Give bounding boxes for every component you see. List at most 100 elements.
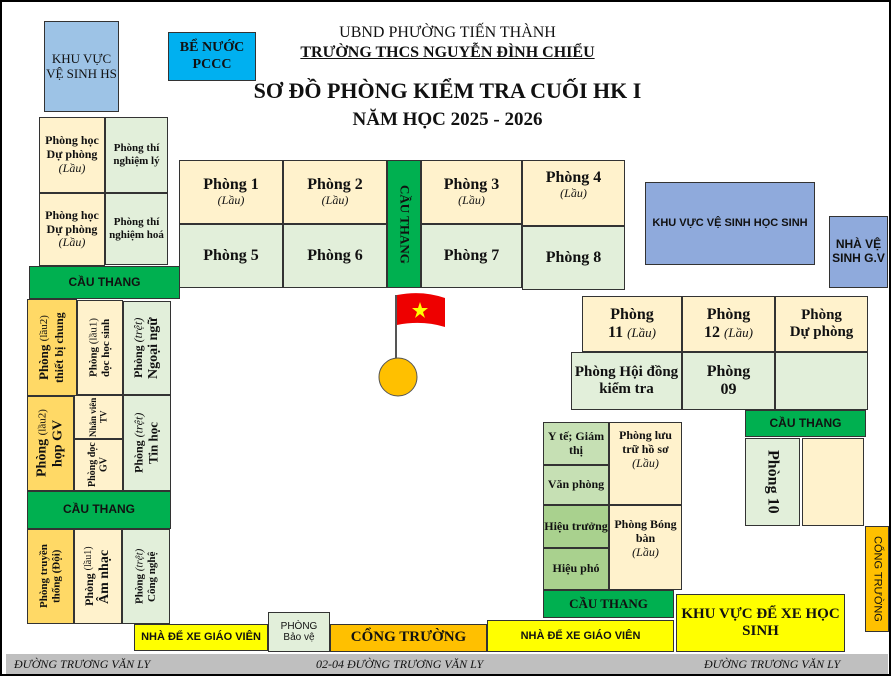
archive-room: Phòng lưu trữ hồ sơ(Lầu)	[609, 422, 682, 505]
room-spare-2: Phòng học Dự phòng(Lầu)	[39, 193, 105, 266]
room-8: Phòng 8	[522, 226, 625, 290]
floor-label: (Lầu)	[321, 193, 349, 208]
label: Phòng	[36, 344, 52, 380]
label: Phòng 1	[203, 175, 259, 193]
main-gate: CỔNG TRƯỜNG	[330, 624, 487, 652]
label: Phòng 2	[307, 175, 363, 193]
label: CẦU THANG	[397, 184, 413, 264]
label: Phòng thí nghiệm hoá	[109, 216, 164, 241]
music-room: Phòng (lầu1)Âm nhạc	[74, 529, 122, 624]
label: Phòng 8	[545, 248, 602, 266]
room-spare-1: Phòng học Dự phòng(Lầu)	[39, 117, 105, 193]
room-4: Phòng 4(Lầu)	[522, 160, 625, 226]
label: Phòng 6	[307, 246, 363, 264]
floor-label: (Lầu)	[724, 325, 753, 340]
label: Phòng 5	[203, 246, 259, 264]
label: KHU VỰC ĐỂ XE HỌC SINH	[681, 605, 840, 639]
technology-room: Phòng (trệt)Công nghệ	[122, 529, 170, 624]
student-reading-room: Phòng (lầu1)đọc học sinh	[77, 300, 123, 395]
label: CẦU THANG	[63, 502, 135, 517]
label: Phòng Bóng bàn	[614, 517, 677, 545]
vice-principal-room: Hiệu phó	[543, 548, 609, 590]
it-room: Phòng (trệt)Tin học	[123, 395, 171, 491]
label: Phòng	[131, 440, 146, 474]
label: CẦU THANG	[68, 274, 141, 289]
label: CẦU THANG	[769, 415, 842, 430]
label: Bảo vệ	[283, 632, 315, 643]
room-number: 11	[607, 324, 624, 341]
gate-side: CỔNG TRƯỜNG	[865, 526, 889, 632]
street-bar: ĐƯỜNG TRƯƠNG VĂN LY 02-04 ĐƯỜNG TRƯƠNG V…	[6, 654, 888, 674]
street-center: 02-04 ĐƯỜNG TRƯƠNG VĂN LY	[316, 657, 484, 671]
label: NHÀ ĐỂ XE GIÁO VIÊN	[520, 629, 641, 642]
label: CỔNG TRƯỜNG	[350, 629, 467, 646]
floor-label: (Lầu)	[627, 325, 656, 340]
label: PHÒNG	[280, 620, 318, 632]
label: BỂ NƯỚC PCCC	[179, 40, 245, 72]
teacher-parking-left: NHÀ ĐỂ XE GIÁO VIÊN	[134, 624, 268, 651]
teacher-reading-room: Phòng đọc GV	[74, 439, 123, 491]
street-right: ĐƯỜNG TRƯƠNG VĂN LY	[704, 657, 841, 671]
label: Phòng 10	[764, 450, 782, 514]
label: Dự phòng	[789, 324, 854, 340]
school-year: NĂM HỌC 2025 - 2026	[352, 109, 543, 130]
label: Phòng	[706, 305, 751, 323]
page-title: SƠ ĐỒ PHÒNG KIỂM TRA CUỐI HK I	[253, 78, 642, 103]
label: Phòng học Dự phòng	[45, 207, 99, 236]
floor-label: (Lầu)	[217, 193, 245, 208]
label: Phòng	[706, 362, 751, 380]
label: Phòng	[610, 305, 654, 323]
label: Ngoại ngữ	[145, 317, 161, 379]
teacher-meeting-room: Phòng (lầu2)họp GV	[27, 396, 74, 491]
label: Nhân viên TV	[88, 397, 109, 437]
room-3: Phòng 3(Lầu)	[421, 160, 522, 224]
floor-label: (Lầu)	[458, 193, 485, 208]
stairs-right: CẦU THANG	[745, 410, 866, 437]
room-7: Phòng 7	[421, 224, 522, 288]
floor-label: (lầu1)	[87, 318, 100, 345]
label: họp GV	[50, 419, 66, 468]
label: Phòng	[131, 345, 146, 379]
label: NHÀ ĐỂ XE GIÁO VIÊN	[141, 631, 261, 644]
tradition-room: Phòng truyền thống (Đội)	[27, 529, 74, 624]
floor-label: (trệt)	[131, 412, 146, 438]
room-1: Phòng 1(Lầu)	[179, 160, 283, 224]
room-number: 09	[720, 381, 737, 398]
floor-label: (lầu2)	[38, 315, 51, 342]
label: Phòng 3	[443, 175, 500, 193]
label: đọc học sinh	[100, 318, 112, 377]
floor-label: (trệt)	[133, 548, 146, 572]
stairs-middle: CẦU THANG	[543, 590, 674, 618]
label: CẦU THANG	[569, 595, 648, 611]
label: KHU VỰC VỆ SINH HS	[46, 50, 117, 81]
stairs-left-bottom: CẦU THANG	[27, 491, 171, 529]
student-parking: KHU VỰC ĐỂ XE HỌC SINH	[676, 594, 845, 652]
label: Tin học	[145, 421, 161, 465]
label: Phòng	[87, 347, 100, 377]
empty-room-2	[802, 438, 864, 526]
library-staff-room: Nhân viên TV	[74, 395, 123, 439]
fire-water-tank: BỂ NƯỚC PCCC	[168, 32, 256, 81]
teacher-parking-right: NHÀ ĐỂ XE GIÁO VIÊN	[487, 620, 674, 652]
label: Hiệu phó	[552, 561, 600, 576]
label: Phòng lưu trữ hồ sơ	[619, 428, 672, 456]
flag-icon	[378, 293, 445, 397]
student-restroom-large: KHU VỰC VỆ SINH HỌC SINH	[645, 182, 815, 265]
exam-council-room: Phòng Hội đồng kiểm tra	[571, 352, 682, 410]
room-2: Phòng 2(Lầu)	[283, 160, 387, 224]
label: Công nghệ	[146, 551, 158, 602]
label: Phòng	[133, 574, 146, 605]
label: Phòng học Dự phòng	[45, 133, 99, 162]
teacher-restroom: NHÀ VỆ SINH G.V	[829, 216, 888, 288]
label: CỔNG TRƯỜNG	[871, 536, 884, 622]
foreign-language-room: Phòng (trệt)Ngoại ngữ	[123, 301, 171, 395]
label: Âm nhạc	[96, 549, 112, 604]
label: Phòng	[82, 573, 97, 607]
floor-label: (lầu2)	[36, 409, 49, 436]
floor-label: (Lầu)	[58, 235, 86, 250]
room-6: Phòng 6	[283, 224, 387, 288]
